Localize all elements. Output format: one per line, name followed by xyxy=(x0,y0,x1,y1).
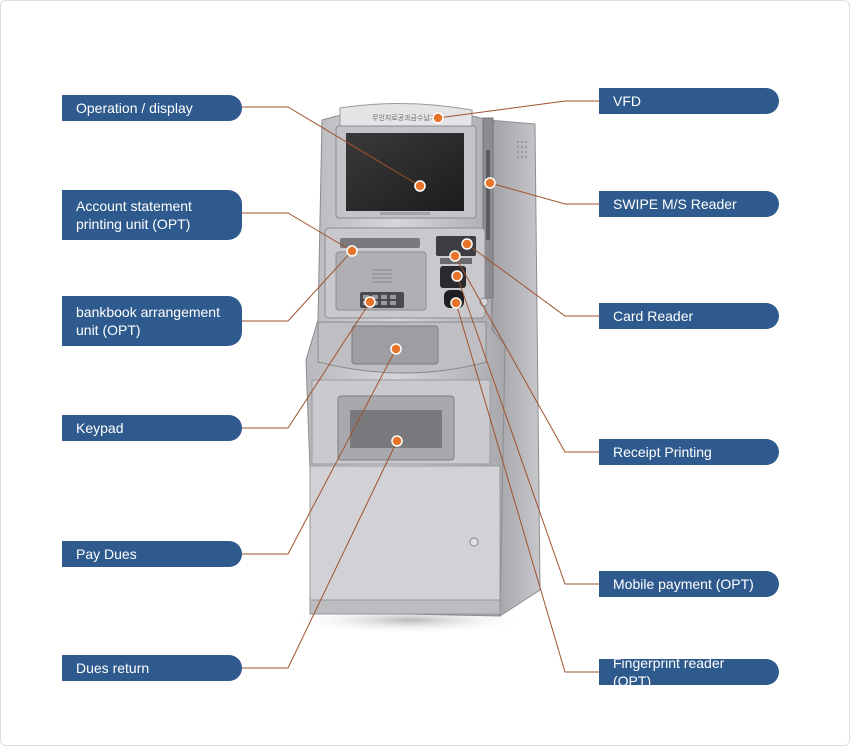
label-operation-display-text: Operation / display xyxy=(76,100,193,116)
leader-card-reader xyxy=(466,243,599,317)
label-operation-display: Operation / display xyxy=(62,95,242,121)
side-vent xyxy=(517,141,527,158)
marker-vfd xyxy=(432,112,444,124)
marker-mobile xyxy=(451,270,463,282)
label-bankbook-text: bankbook arrangement unit (OPT) xyxy=(76,304,220,338)
statement-slot xyxy=(340,238,420,248)
marker-keypad xyxy=(364,296,376,308)
label-pay-dues-text: Pay Dues xyxy=(76,546,137,562)
label-card-reader-text: Card Reader xyxy=(613,308,694,324)
label-fingerprint-reader-text: Fingerprint reader (OPT) xyxy=(613,655,725,689)
display-screen xyxy=(346,133,464,211)
label-account-statement: Account statement printing unit (OPT) xyxy=(62,190,242,240)
marker-operation-display xyxy=(414,180,426,192)
cabinet-lock xyxy=(469,537,479,547)
label-dues-return: Dues return xyxy=(62,655,242,681)
label-mobile-payment: Mobile payment (OPT) xyxy=(599,571,779,597)
label-vfd-text: VFD xyxy=(613,93,641,109)
leader-account-statement xyxy=(242,212,353,252)
leader-vfd xyxy=(437,100,599,119)
leader-keypad xyxy=(242,301,371,429)
swipe-slot xyxy=(486,150,490,240)
marker-fingerprint xyxy=(450,297,462,309)
label-vfd: VFD xyxy=(599,88,779,114)
leader-lines xyxy=(242,100,599,673)
marker-pay-dues xyxy=(390,343,402,355)
screen-brand-strip xyxy=(380,212,430,215)
marker-receipt xyxy=(449,250,461,262)
leader-swipe xyxy=(489,182,599,205)
base-plinth xyxy=(309,599,501,615)
label-mobile-payment-text: Mobile payment (OPT) xyxy=(613,576,754,592)
leader-operation-display xyxy=(242,106,421,187)
marker-swipe xyxy=(484,177,496,189)
base-cabinet xyxy=(309,465,501,605)
marker-account-statement xyxy=(346,245,358,257)
label-bankbook: bankbook arrangement unit (OPT) xyxy=(62,296,242,346)
label-swipe-reader-text: SWIPE M/S Reader xyxy=(613,196,737,212)
marker-card-reader xyxy=(461,238,473,250)
leader-bankbook xyxy=(242,250,353,322)
leader-fingerprint xyxy=(455,302,599,673)
label-keypad-text: Keypad xyxy=(76,420,124,436)
leader-pay-dues xyxy=(242,348,397,555)
leader-mobile xyxy=(456,275,599,585)
label-pay-dues: Pay Dues xyxy=(62,541,242,567)
label-swipe-reader: SWIPE M/S Reader xyxy=(599,191,779,217)
label-dues-return-text: Dues return xyxy=(76,660,150,676)
label-receipt-printing-text: Receipt Printing xyxy=(613,444,712,460)
kiosk-header-text: 무인지로공과금수납기 xyxy=(372,113,436,122)
leader-receipt xyxy=(454,255,599,453)
label-fingerprint-reader: Fingerprint reader (OPT) xyxy=(599,655,779,689)
speaker-grille xyxy=(372,269,392,283)
leader-dues-return xyxy=(242,440,398,669)
label-keypad: Keypad xyxy=(62,415,242,441)
label-account-statement-text: Account statement printing unit (OPT) xyxy=(76,198,192,232)
label-card-reader: Card Reader xyxy=(599,303,779,329)
label-receipt-printing: Receipt Printing xyxy=(599,439,779,465)
marker-dues-return xyxy=(391,435,403,447)
markers xyxy=(346,112,496,447)
